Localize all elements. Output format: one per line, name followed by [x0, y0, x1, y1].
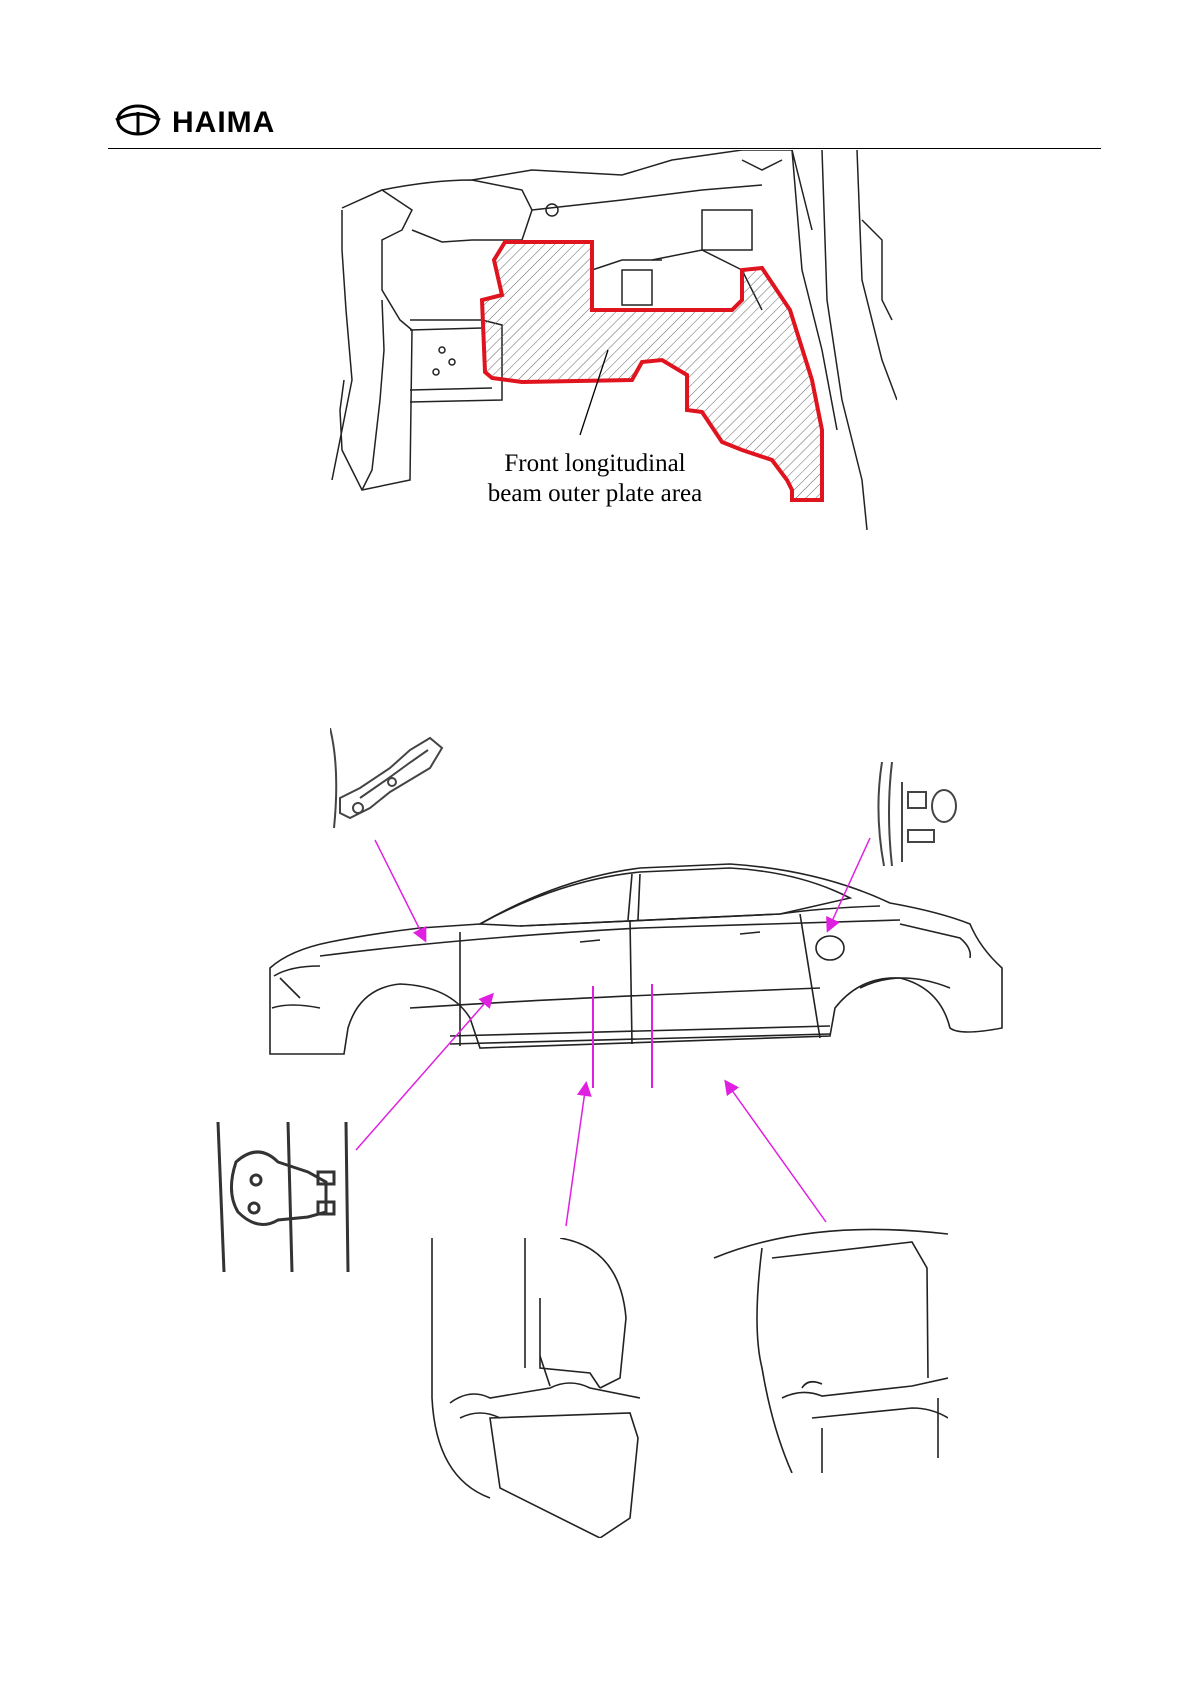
- door-hinge-arrow: [356, 995, 492, 1150]
- hood-hinge-arrow: [375, 840, 425, 940]
- trunk-striker-arrow: [828, 838, 870, 930]
- rear-sill-arrow: [726, 1082, 826, 1222]
- front-sill-arrow: [566, 1084, 586, 1226]
